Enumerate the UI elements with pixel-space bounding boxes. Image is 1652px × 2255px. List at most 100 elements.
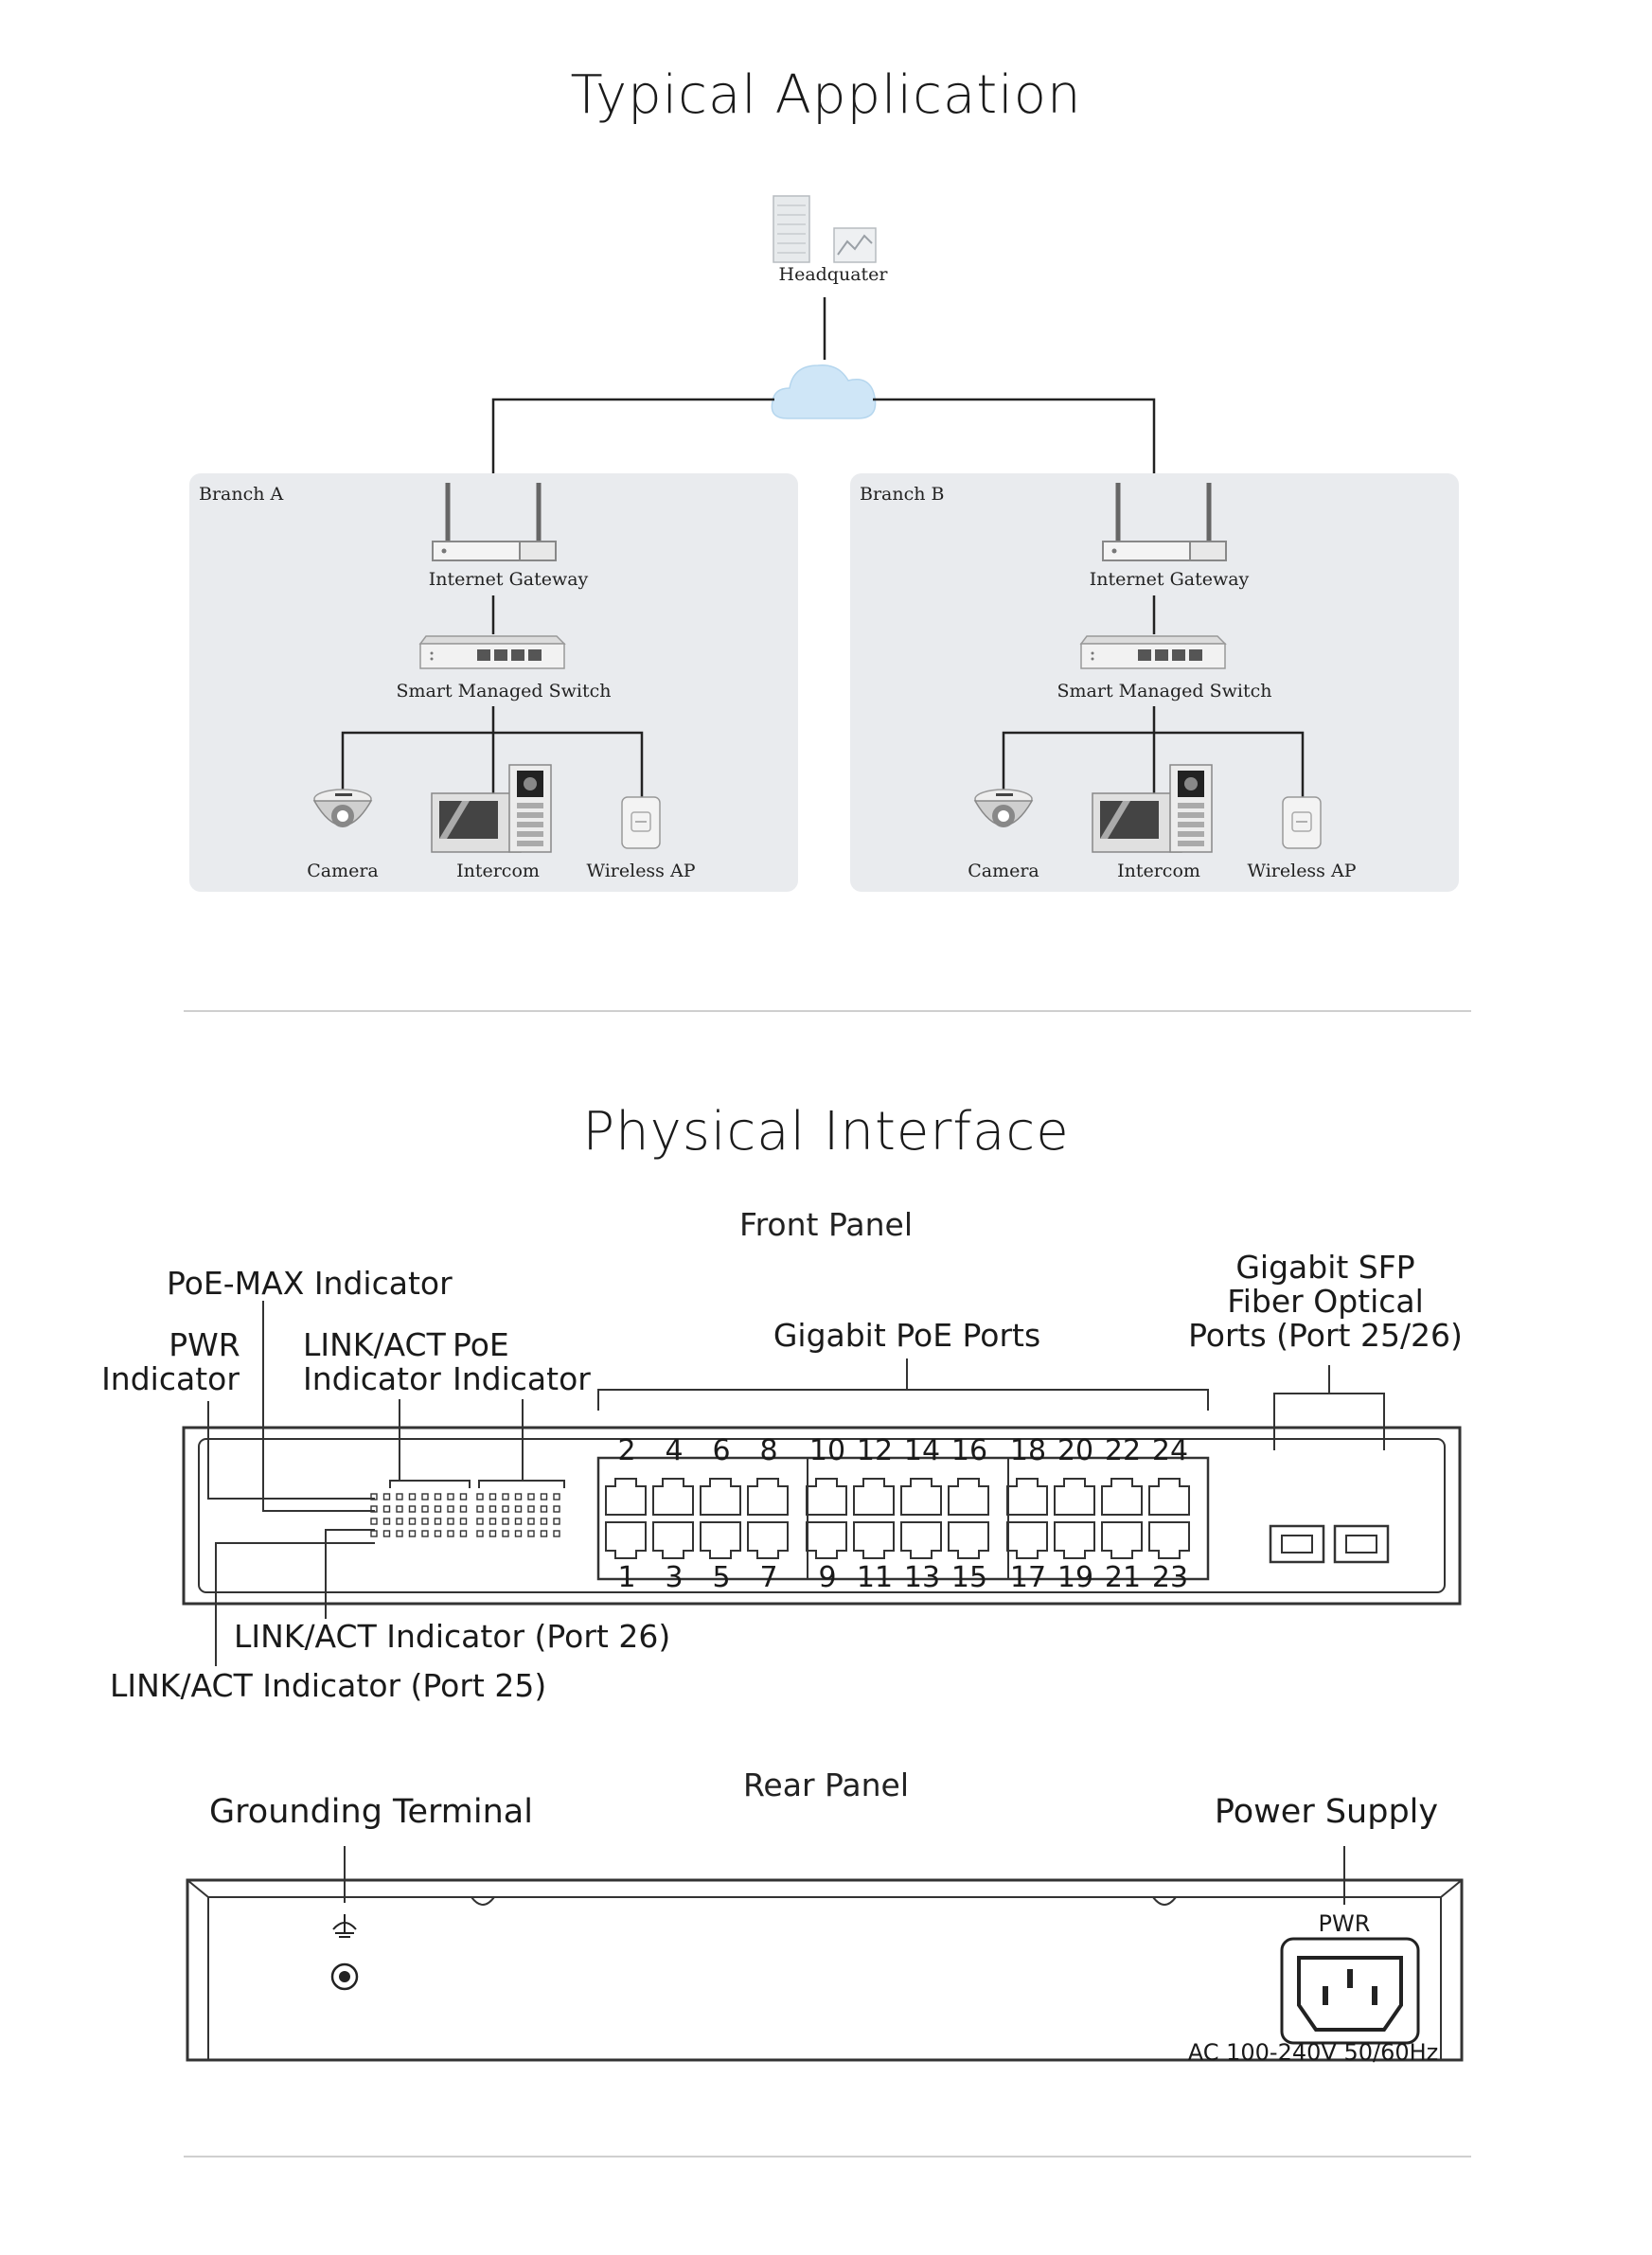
port-number-label: 24 xyxy=(1152,1434,1188,1467)
rj45-port xyxy=(806,1521,847,1559)
port-number-label: 6 xyxy=(712,1434,730,1467)
linkact-label: Indicator xyxy=(303,1360,441,1397)
indicator-led xyxy=(382,1493,391,1500)
indicator-led xyxy=(553,1493,560,1500)
port-number-label: 8 xyxy=(759,1434,777,1467)
indicator-led xyxy=(553,1530,560,1537)
port-number-label: 23 xyxy=(1152,1561,1188,1594)
indicator-led xyxy=(476,1505,484,1513)
indicator-led xyxy=(370,1493,378,1500)
sfp-ports-label: Fiber Optical xyxy=(1227,1283,1424,1320)
port-number-label: 20 xyxy=(1057,1434,1093,1467)
rj45-port xyxy=(900,1521,942,1559)
port-number-label: 2 xyxy=(617,1434,635,1467)
indicator-led xyxy=(382,1530,391,1537)
port-number-label: 21 xyxy=(1105,1561,1141,1594)
rj45-port xyxy=(1101,1478,1143,1516)
indicator-led xyxy=(459,1493,468,1500)
gigabit-poe-ports-label: Gigabit PoE Ports xyxy=(773,1317,1040,1354)
indicator-led xyxy=(421,1505,429,1513)
indicator-led xyxy=(434,1505,442,1513)
rear-panel-title: Rear Panel xyxy=(742,1767,910,1803)
indicator-led xyxy=(447,1530,454,1537)
indicator-led xyxy=(408,1493,417,1500)
rj45-port xyxy=(853,1478,895,1516)
device-label: Intercom xyxy=(456,861,540,881)
indicator-led xyxy=(447,1518,454,1525)
rj45-port xyxy=(853,1521,895,1559)
rj45-port xyxy=(700,1521,741,1559)
indicator-led xyxy=(527,1518,535,1525)
indicator-led xyxy=(408,1518,417,1525)
indicator-led xyxy=(396,1505,403,1513)
typical-application-title: Typical Application xyxy=(570,64,1082,126)
branch-b-panel: Branch B Internet Gateway Smart Managed … xyxy=(850,473,1459,892)
indicator-led xyxy=(502,1530,509,1537)
linkact-port26-label: LINK/ACT Indicator (Port 26) xyxy=(234,1618,670,1655)
indicator-led xyxy=(502,1505,509,1513)
indicator-led xyxy=(553,1505,560,1513)
port-number-label: 5 xyxy=(712,1561,730,1594)
indicator-led xyxy=(488,1530,497,1537)
indicator-led xyxy=(540,1505,548,1513)
linkact-port25-label: LINK/ACT Indicator (Port 25) xyxy=(110,1667,546,1704)
port-number-label: 3 xyxy=(665,1561,683,1594)
sfp-port-25 xyxy=(1269,1524,1325,1564)
indicator-led xyxy=(382,1505,391,1513)
ac-spec-label: AC 100-240V 50/60Hz xyxy=(1188,2039,1439,2066)
indicator-led xyxy=(408,1530,417,1537)
rear-panel-diagram: Grounding Terminal Power Supply PWR AC 1… xyxy=(186,1793,1464,2066)
indicator-led xyxy=(553,1518,560,1525)
port-number-label: 13 xyxy=(904,1561,940,1594)
indicator-led xyxy=(514,1530,523,1537)
ground-symbol-icon xyxy=(332,1914,357,1938)
indicator-led xyxy=(382,1518,391,1525)
port-number-label: 16 xyxy=(951,1434,987,1467)
device-label: Camera xyxy=(968,861,1039,881)
indicator-led xyxy=(447,1505,454,1513)
rj45-port xyxy=(652,1521,694,1559)
rj45-port xyxy=(605,1478,647,1516)
indicator-led xyxy=(488,1493,497,1500)
indicator-led xyxy=(502,1518,509,1525)
indicator-led xyxy=(421,1518,429,1525)
pwr-socket-label: PWR xyxy=(1319,1910,1371,1937)
port-number-label: 4 xyxy=(665,1434,683,1467)
pwr-label: PWR xyxy=(169,1326,240,1363)
indicator-led xyxy=(476,1518,484,1525)
ac-power-socket-icon xyxy=(1280,1937,1420,2045)
poe-max-label: PoE-MAX Indicator xyxy=(167,1265,453,1302)
rj45-port xyxy=(1054,1521,1095,1559)
rj45-port xyxy=(652,1478,694,1516)
indicator-led xyxy=(370,1530,378,1537)
rear-panel-chassis xyxy=(186,1878,1464,2062)
indicator-led-grid xyxy=(370,1493,560,1537)
indicator-led xyxy=(459,1505,468,1513)
branch-a-panel: Branch A Internet Gateway Smart Managed … xyxy=(189,473,798,892)
indicator-led xyxy=(514,1505,523,1513)
sfp-ports-label: Ports (Port 25/26) xyxy=(1188,1317,1463,1354)
power-supply-label: Power Supply xyxy=(1215,1793,1438,1831)
switch-label: Smart Managed Switch xyxy=(1057,681,1272,701)
port-number-label: 1 xyxy=(617,1561,635,1594)
indicator-led xyxy=(370,1505,378,1513)
typical-application-diagram: Headquater Branch A Internet Gateway Sma… xyxy=(189,195,1459,892)
device-label: Intercom xyxy=(1117,861,1200,881)
indicator-led xyxy=(488,1518,497,1525)
rj45-port xyxy=(747,1478,789,1516)
branch-b-label: Branch B xyxy=(860,484,945,505)
indicator-led xyxy=(514,1493,523,1500)
indicator-led xyxy=(434,1530,442,1537)
rj45-port xyxy=(700,1478,741,1516)
grounding-screw-icon xyxy=(330,1962,359,1991)
front-panel-title: Front Panel xyxy=(739,1206,913,1243)
rj45-port xyxy=(948,1521,989,1559)
port-number-label: 12 xyxy=(857,1434,893,1467)
gigabit-poe-ports xyxy=(605,1478,1190,1559)
rj45-port xyxy=(1006,1521,1048,1559)
physical-interface-title: Physical Interface xyxy=(582,1101,1070,1163)
port-number-label: 22 xyxy=(1105,1434,1141,1467)
rj45-port xyxy=(747,1521,789,1559)
headquarter-label: Headquater xyxy=(779,264,889,285)
indicator-led xyxy=(370,1518,378,1525)
